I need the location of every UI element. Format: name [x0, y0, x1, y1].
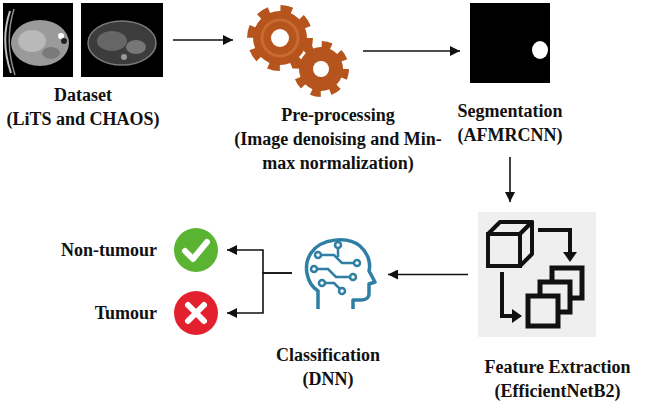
- process-node: Pre-processing(Image denoising and Min-m…: [226, 3, 450, 175]
- result-node: Tumour: [95, 290, 219, 336]
- scan-images: [3, 3, 163, 77]
- stage-detail: (DNN): [263, 367, 393, 391]
- flow-arrow: [509, 157, 511, 202]
- flow-arrow: [388, 274, 468, 276]
- stage-label: Dataset: [0, 83, 166, 107]
- stage-detail: (Image denoising and Min-max normalizati…: [226, 127, 450, 175]
- flow-arrow: [363, 50, 460, 52]
- result-label: Tumour: [95, 301, 157, 325]
- network-icon: [298, 233, 378, 313]
- process-node: Feature Extraction(EfficientNetB2): [470, 212, 645, 403]
- feature-icon: [478, 212, 596, 337]
- stage-label: Segmentation: [445, 99, 575, 123]
- check-icon: [173, 227, 219, 273]
- cross-icon: [173, 290, 219, 336]
- result-label: Non-tumour: [61, 238, 157, 262]
- stage-detail: (LiTS and CHAOS): [0, 107, 166, 131]
- stage-label: Feature Extraction: [470, 355, 645, 379]
- stage-detail: (EfficientNetB2): [470, 379, 645, 403]
- process-node: Segmentation(AFMRCNN): [445, 3, 575, 147]
- stage-label: Classification: [263, 343, 393, 367]
- segmentation-mask: [470, 3, 550, 83]
- flow-arrow: [173, 39, 233, 41]
- stage-label: Pre-processing: [226, 103, 450, 127]
- result-node: Non-tumour: [61, 227, 219, 273]
- stage-detail: (AFMRCNN): [445, 123, 575, 147]
- gears-icon: [243, 3, 353, 99]
- flow-arrow: [227, 250, 292, 273]
- process-node: Classification(DNN): [263, 233, 393, 391]
- dataset-node: Dataset(LiTS and CHAOS): [0, 3, 166, 131]
- flow-arrow: [227, 273, 292, 313]
